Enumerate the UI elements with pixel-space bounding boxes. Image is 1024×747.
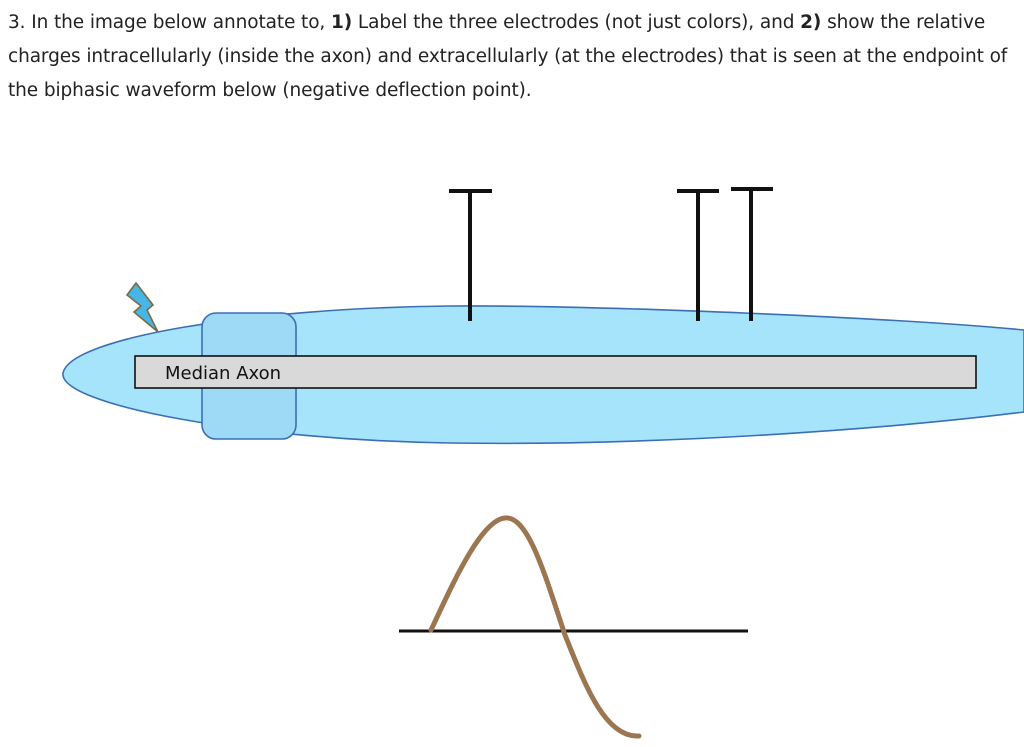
question-number: 3. (8, 12, 26, 33)
electrode-1 (449, 189, 492, 321)
electrode-3 (731, 187, 773, 321)
part1-text: Label the three electrodes (not just col… (357, 12, 795, 33)
part2-marker: 2) (800, 12, 822, 33)
part1-marker: 1) (330, 12, 353, 33)
stimulus-lightning-icon (125, 281, 159, 333)
axon-rod (134, 355, 977, 389)
question-intro: In the image below annotate to, (31, 12, 326, 33)
part2-text: show the relative charges intracellularl… (8, 12, 1008, 101)
question-text: 3. In the image below annotate to, 1) La… (8, 6, 1018, 108)
electrode-2 (677, 189, 719, 321)
axon-label: Median Axon (165, 363, 281, 384)
biphasic-waveform (428, 515, 642, 739)
